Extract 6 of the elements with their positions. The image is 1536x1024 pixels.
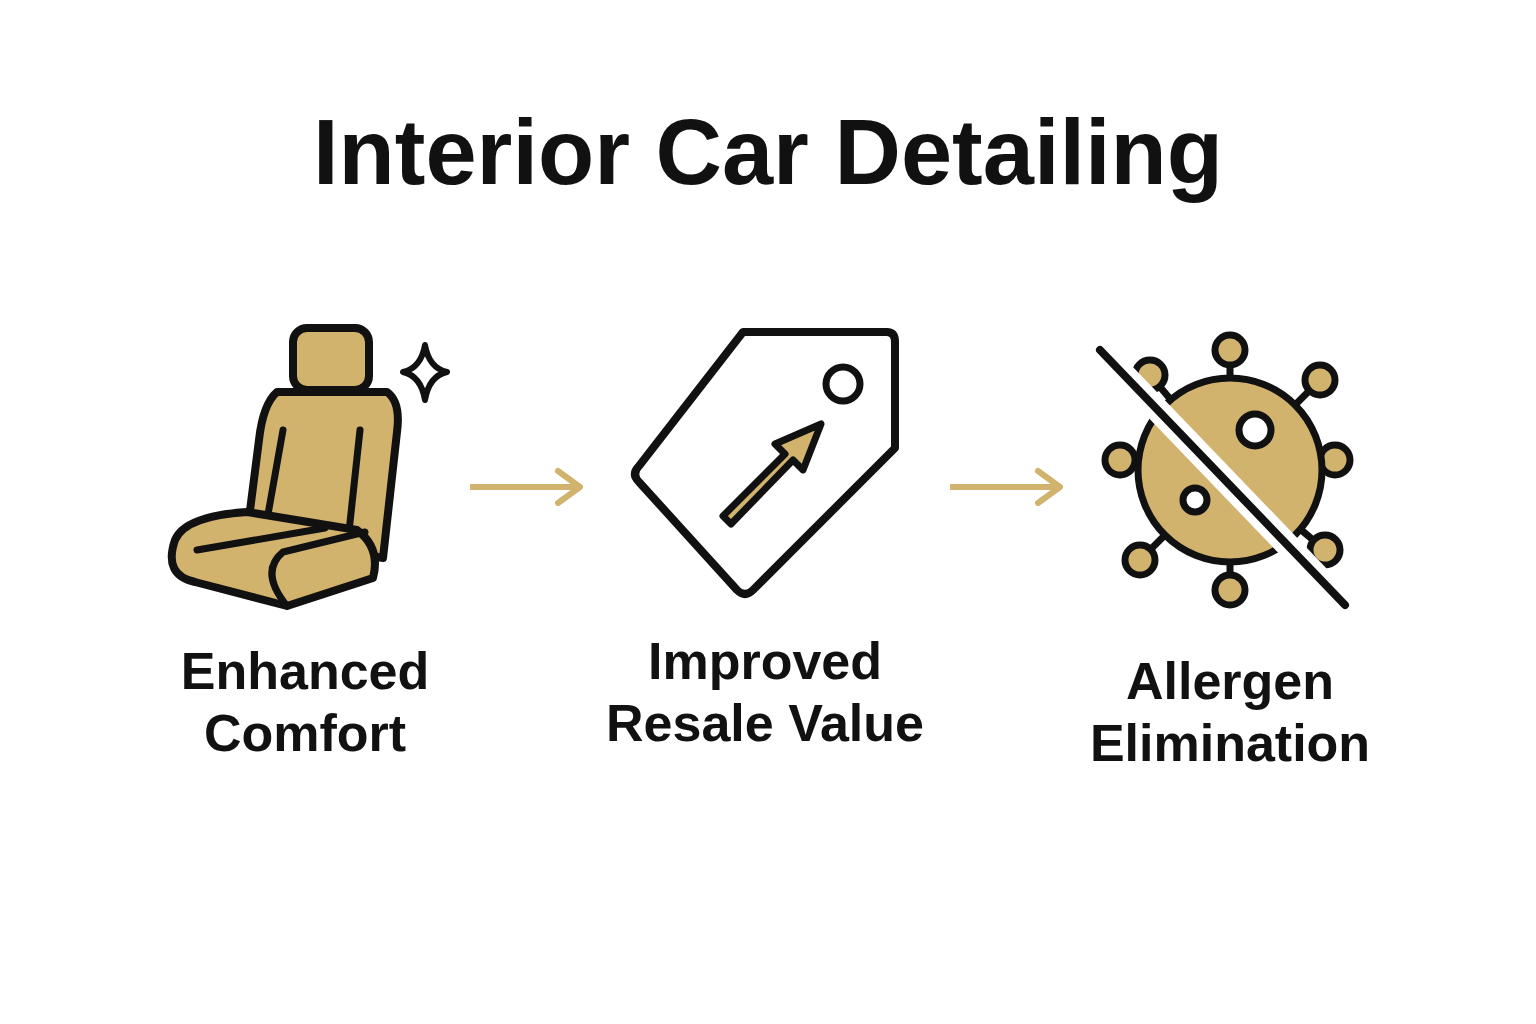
benefit-label: Allergen Elimination	[1088, 651, 1372, 774]
arrow	[470, 468, 583, 506]
title: Interior Car Detailing	[313, 101, 1223, 203]
benefit-label: Enhanced Comfort	[179, 641, 431, 764]
benefit-label: Improved Resale Value	[605, 631, 925, 754]
arrow	[950, 468, 1063, 506]
